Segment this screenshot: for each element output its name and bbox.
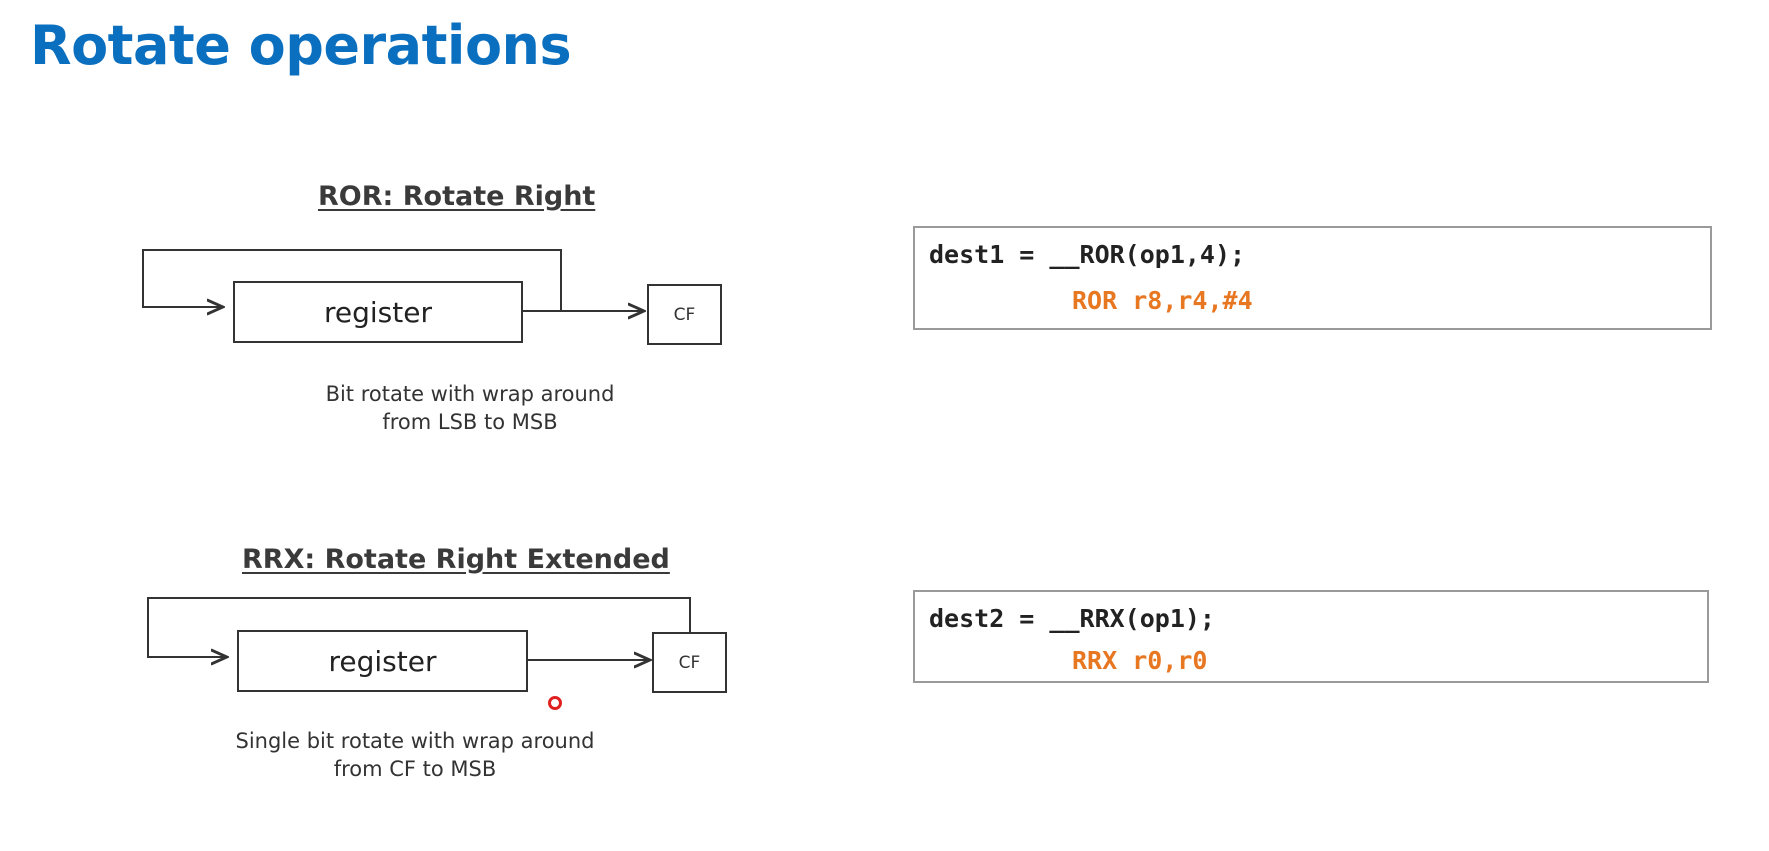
page-title: Rotate operations [30,14,572,77]
ror-c-code: dest1 = __ROR(op1,4); [929,240,1246,269]
ror-register-label: register [324,295,432,329]
ror-heading: ROR: Rotate Right [318,181,596,212]
ror-caption: Bit rotate with wrap around from LSB to … [295,380,645,436]
rrx-caption: Single bit rotate with wrap around from … [210,727,620,783]
rrx-caption-line2: from CF to MSB [333,757,497,781]
rrx-cf-label: CF [678,652,701,673]
ror-code-box: dest1 = __ROR(op1,4); ROR r8,r4,#4 [913,226,1712,330]
rrx-cf-box: CF [652,632,727,693]
ror-asm-code: ROR r8,r4,#4 [1072,286,1253,315]
rrx-register-label: register [328,644,437,678]
ror-cf-box: CF [647,284,722,345]
ror-caption-line1: Bit rotate with wrap around [325,382,615,406]
ror-caption-line2: from LSB to MSB [382,410,558,434]
rrx-c-code: dest2 = __RRX(op1); [929,604,1215,633]
ror-cf-label: CF [673,304,696,325]
rrx-caption-line1: Single bit rotate with wrap around [235,729,595,753]
rrx-asm-code: RRX r0,r0 [1072,646,1208,675]
rrx-wrap-wire [147,597,691,657]
mouse-pointer-icon [548,696,562,710]
rrx-register-box: register [237,630,528,692]
rrx-code-box: dest2 = __RRX(op1); RRX r0,r0 [913,590,1709,683]
ror-register-box: register [233,281,523,343]
ror-wrap-wire [142,249,562,310]
rrx-heading: RRX: Rotate Right Extended [242,544,670,575]
